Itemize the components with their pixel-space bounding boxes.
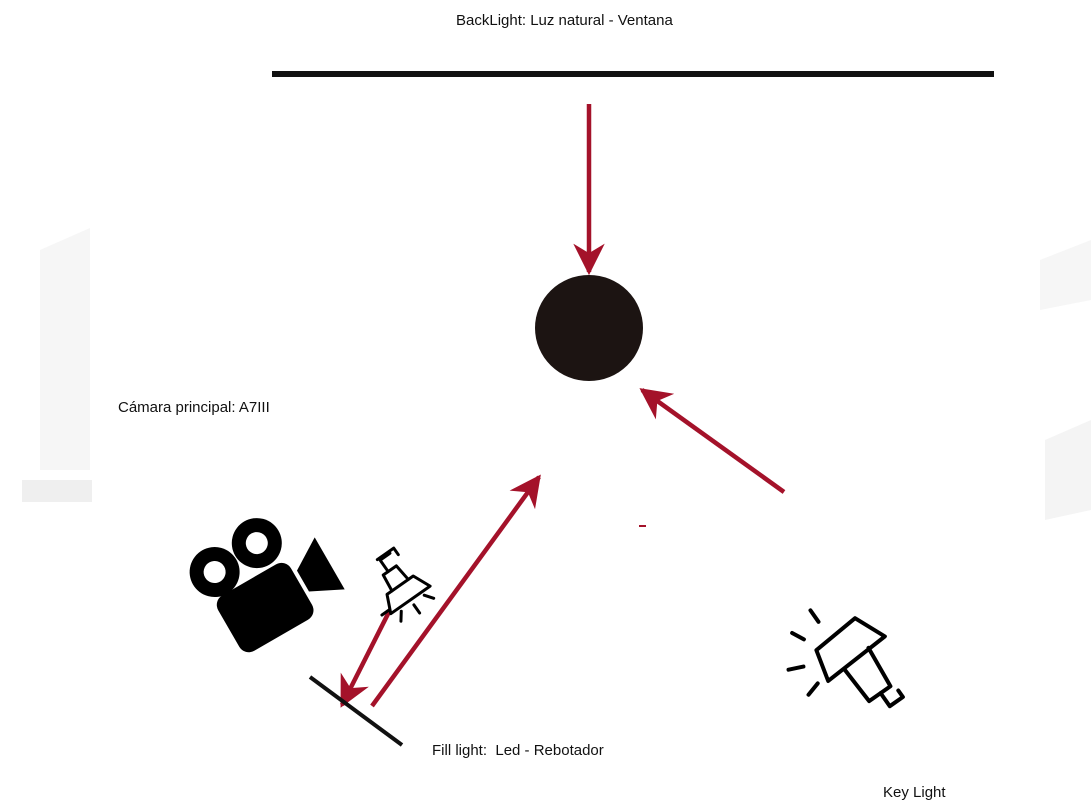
key-lamp-icon: [786, 608, 905, 709]
reflector-panel: [308, 675, 404, 747]
key-light-arrow: [639, 388, 786, 494]
key-light-label: Key Light: [883, 784, 946, 801]
backlight-label: BackLight: Luz natural - Ventana: [456, 12, 673, 29]
bounce-arrow: [370, 474, 541, 708]
fill-light-label: Fill light: Led - Rebotador: [432, 742, 604, 759]
watermark: [22, 228, 1091, 520]
fill-lamp-icon: [375, 546, 436, 623]
video-camera-icon: [189, 518, 345, 653]
fill-light-arrow: [339, 604, 395, 708]
subject-circle: [535, 275, 643, 381]
camera-label: Cámara principal: A7III: [118, 399, 270, 416]
